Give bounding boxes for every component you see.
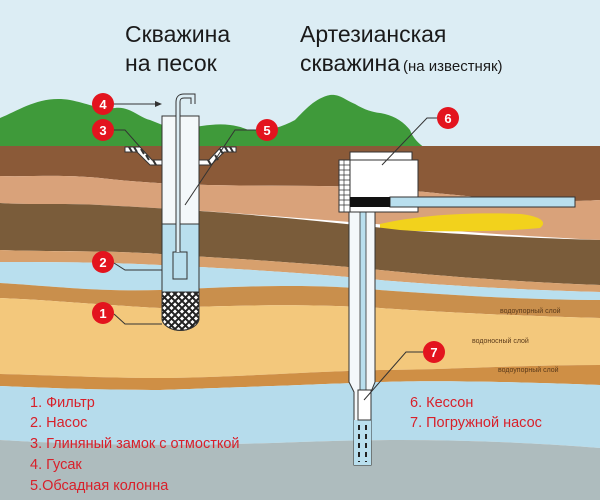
caisson-equipment bbox=[350, 197, 390, 207]
svg-text:4: 4 bbox=[99, 97, 107, 112]
artesian-well-title-line2: скважина bbox=[300, 50, 400, 76]
sand-well-title-line1: Скважина bbox=[125, 21, 230, 47]
legend-item-pump: 2. Насос bbox=[30, 415, 87, 431]
artesian-filter bbox=[358, 425, 367, 462]
layer-label-aquiclude-bottom: водоупорный слой bbox=[498, 366, 559, 374]
sand-aquifer-layer bbox=[0, 298, 600, 378]
outlet-pipe bbox=[389, 196, 576, 208]
yellow-lens bbox=[380, 213, 544, 232]
marker-3: 3 bbox=[92, 119, 114, 141]
svg-text:5: 5 bbox=[263, 123, 270, 138]
legend-item-filter: 1. Фильтр bbox=[30, 395, 95, 411]
legend-item-submersible-pump: 7. Погружной насос bbox=[410, 415, 542, 431]
thin-band bbox=[0, 250, 600, 292]
leader-lines bbox=[113, 103, 437, 401]
gooseneck-pipe bbox=[176, 94, 195, 252]
pump bbox=[172, 251, 188, 280]
sand-well bbox=[124, 93, 237, 331]
marker-1: 1 bbox=[92, 302, 114, 324]
legend-left: 1. Фильтр 2. Насос 3. Глиняный замок с о… bbox=[30, 395, 240, 494]
marker-5: 5 bbox=[256, 119, 278, 141]
legend-item-gooseneck: 4. Гусак bbox=[30, 457, 82, 473]
aquiclude-bottom-layer bbox=[0, 365, 600, 390]
artesian-well-title-line1: Артезианская bbox=[300, 21, 446, 47]
svg-text:3: 3 bbox=[99, 123, 106, 138]
svg-text:6: 6 bbox=[444, 111, 451, 126]
artesian-well bbox=[338, 151, 576, 466]
artesian-water bbox=[354, 420, 371, 465]
marker-7: 7 bbox=[423, 341, 445, 363]
legend-item-clay-lock: 3. Глиняный замок с отмосткой bbox=[30, 436, 240, 452]
filter-mesh bbox=[161, 291, 200, 331]
sand-well-title-line2: на песок bbox=[125, 50, 218, 76]
artesian-pipe bbox=[359, 211, 367, 391]
caisson-insulation bbox=[338, 159, 351, 213]
svg-text:7: 7 bbox=[430, 345, 437, 360]
aquiclude-top-layer bbox=[0, 283, 600, 318]
upper-water-layer bbox=[0, 262, 600, 300]
loam-layer bbox=[0, 203, 600, 285]
layer-label-aquiclude-top: водоупорный слой bbox=[500, 307, 561, 315]
submersible-pump bbox=[357, 389, 372, 421]
artesian-well-note: (на известняк) bbox=[403, 58, 503, 75]
marker-4: 4 bbox=[92, 93, 114, 115]
arrow-head bbox=[155, 101, 162, 107]
legend-item-casing: 5.Обсадная колонна bbox=[30, 478, 169, 494]
legend-right: 6. Кессон 7. Погружной насос bbox=[410, 395, 542, 431]
svg-text:1: 1 bbox=[99, 306, 106, 321]
lower-water-layer bbox=[0, 381, 600, 448]
marker-2: 2 bbox=[92, 251, 114, 273]
svg-text:2: 2 bbox=[99, 255, 106, 270]
marker-6: 6 bbox=[437, 107, 459, 129]
limestone-layer bbox=[0, 440, 600, 500]
caisson-lid bbox=[349, 151, 413, 161]
legend-item-caisson: 6. Кессон bbox=[410, 395, 473, 411]
layer-label-aquifer: водоносный слой bbox=[472, 337, 529, 345]
